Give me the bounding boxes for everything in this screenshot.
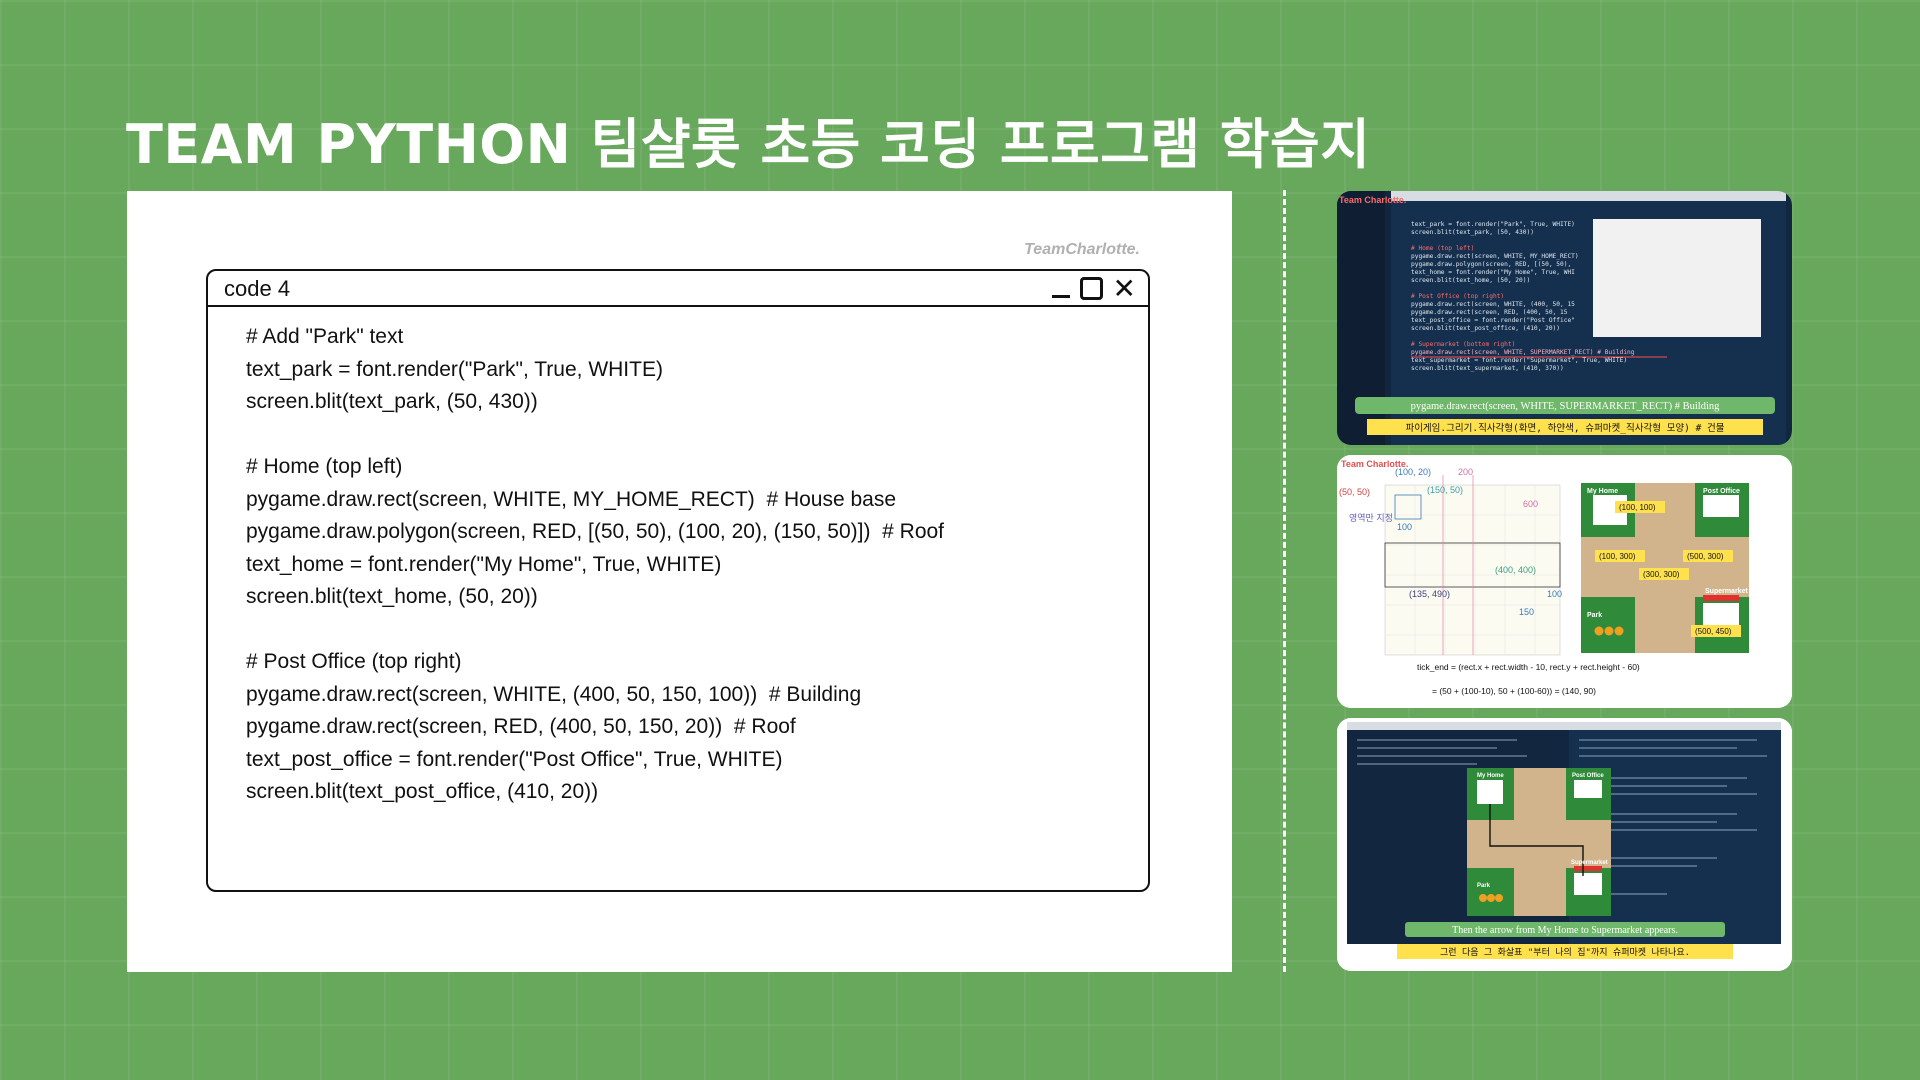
thumbnail-coordinate-diagram: Team Charlotte. (100, 20) 200 (50, 50) (…: [1337, 455, 1792, 708]
formula-line-1: tick_end = (rect.x + rect.width - 10, re…: [1417, 662, 1640, 672]
thumb-code-line: text_supermarket = font.render("Supermar…: [1411, 357, 1627, 364]
coordinate-diagram: Team Charlotte. (100, 20) 200 (50, 50) (…: [1337, 455, 1792, 708]
label-zone: 영역만 지정: [1349, 513, 1393, 523]
thumb-code-line: pygame.draw.rect(screen, WHITE, SUPERMAR…: [1411, 349, 1635, 356]
window-controls: ✕: [1051, 271, 1136, 305]
label-100-b: 100: [1547, 589, 1562, 599]
thumb-code-line: screen.blit(text_post_office, (410, 20)): [1411, 325, 1560, 332]
code-window-title: code 4: [224, 276, 291, 301]
thumb-code-line: pygame.draw.rect(screen, RED, (400, 50, …: [1411, 309, 1568, 316]
map-label-post: Post Office: [1572, 773, 1604, 779]
team-charlotte-logo: TeamCharlotte.: [1024, 241, 1140, 258]
thumb1-caption-ko: 파이게임.그리기.직사각형(화면, 하얀색, 슈퍼마켓_직사각형 모양) # 건…: [1405, 422, 1724, 434]
code-line: text_park = font.render("Park", True, WH…: [246, 357, 663, 381]
map-coord: (500, 450): [1695, 627, 1732, 636]
map-label-home: My Home: [1587, 488, 1618, 495]
thumbnail-ide-supermarket: Team Charlotte. text_park = font.render(…: [1337, 191, 1792, 445]
ide-arrow-screenshot: My Home Post Office Park Supermarket The…: [1337, 718, 1792, 971]
code-line: # Add "Park" text: [246, 325, 404, 348]
label-150: 150: [1519, 607, 1534, 617]
thumb-code-line: text_post_office = font.render("Post Off…: [1411, 317, 1575, 324]
code-line: screen.blit(text_park, (50, 430)): [246, 390, 538, 413]
code-line: screen.blit(text_post_office, (410, 20)): [246, 780, 599, 803]
ide-screenshot: Team Charlotte. text_park = font.render(…: [1337, 191, 1792, 445]
thumb-logo: Team Charlotte.: [1341, 459, 1408, 469]
map-label-park: Park: [1587, 612, 1602, 619]
thumb-code-line: # Post Office (top right): [1411, 293, 1504, 300]
thumb-code-line: text_park = font.render("Park", True, WH…: [1411, 221, 1575, 228]
thumb-code-line: # Supermarket (bottom right): [1411, 341, 1515, 348]
thumb3-caption-en: Then the arrow from My Home to Supermark…: [1452, 925, 1678, 936]
label-50-50: (50, 50): [1339, 487, 1370, 497]
thumb-code-line: text_home = font.render("My Home", True,…: [1411, 269, 1575, 276]
map-label-park: Park: [1477, 883, 1491, 889]
thumb1-caption-en: pygame.draw.rect(screen, WHITE, SUPERMAR…: [1411, 401, 1721, 412]
close-icon: ✕: [1112, 271, 1136, 305]
map-coord: (300, 300): [1643, 570, 1680, 579]
code-line: # Home (top left): [246, 455, 403, 478]
thumb-code-line: # Home (top left): [1411, 245, 1474, 252]
code-listing: # Add "Park" text text_park = font.rende…: [208, 307, 1148, 809]
code-line: [246, 419, 1148, 452]
label-100-20: (100, 20): [1395, 467, 1431, 477]
label-150-50: (150, 50): [1427, 485, 1463, 495]
code-window-titlebar: code 4 ✕: [208, 271, 1148, 307]
map-label-super: Supermarket: [1705, 588, 1748, 595]
map-label-post: Post Office: [1703, 488, 1740, 495]
code-line: pygame.draw.rect(screen, WHITE, MY_HOME_…: [246, 487, 897, 511]
maximize-icon: [1079, 277, 1103, 300]
map-label-super: Supermarket: [1571, 860, 1608, 866]
code-window: code 4 ✕ # Add "Park" text text_park = f…: [206, 269, 1150, 892]
label-135-490: (135, 490): [1409, 589, 1450, 599]
code-line: [246, 614, 1148, 647]
code-line: pygame.draw.rect(screen, RED, (400, 50, …: [246, 715, 796, 738]
label-600: 600: [1523, 499, 1538, 509]
code-line: # Post Office (top right): [246, 650, 462, 673]
map-coord: (500, 300): [1687, 552, 1724, 561]
label-400-400: (400, 400): [1495, 565, 1536, 575]
code-line: pygame.draw.polygon(screen, RED, [(50, 5…: [246, 520, 945, 543]
thumb-logo: Team Charlotte.: [1339, 195, 1406, 205]
map-coord: (100, 100): [1619, 503, 1656, 512]
dashed-divider: [1283, 190, 1286, 972]
map-coord: (100, 300): [1599, 552, 1636, 561]
thumbnail-ide-arrow: My Home Post Office Park Supermarket The…: [1337, 718, 1792, 971]
thumb-code-line: screen.blit(text_supermarket, (410, 370)…: [1411, 365, 1564, 372]
formula-line-2: = (50 + (100-10), 50 + (100-60)) = (140,…: [1432, 686, 1596, 696]
label-200: 200: [1458, 467, 1473, 477]
code-line: screen.blit(text_home, (50, 20)): [246, 585, 538, 608]
thumb-code-line: screen.blit(text_home, (50, 20)): [1411, 277, 1530, 284]
code-line: text_post_office = font.render("Post Off…: [246, 747, 783, 771]
thumb-code-line: pygame.draw.rect(screen, WHITE, (400, 50…: [1411, 301, 1575, 308]
code-line: text_home = font.render("My Home", True,…: [246, 552, 722, 576]
thumb-code-line: pygame.draw.polygon(screen, RED, [(50, 5…: [1411, 261, 1571, 268]
thumb-code-line: screen.blit(text_park, (50, 430)): [1411, 229, 1534, 236]
map-label-home: My Home: [1477, 773, 1504, 779]
worksheet-panel: TeamCharlotte. code 4 ✕ # Add "Park" tex…: [127, 191, 1232, 972]
page-title: TEAM PYTHON 팀샬롯 초등 코딩 프로그램 학습지: [126, 113, 1371, 176]
minimize-icon: [1051, 278, 1070, 300]
label-100: 100: [1397, 522, 1412, 532]
code-line: pygame.draw.rect(screen, WHITE, (400, 50…: [246, 682, 862, 706]
thumb3-caption-ko: 그런 다음 그 화살표 "부터 나의 집"까지 슈퍼마켓 나타나요.: [1440, 946, 1690, 958]
thumb-code-line: pygame.draw.rect(screen, WHITE, MY_HOME_…: [1411, 253, 1579, 260]
